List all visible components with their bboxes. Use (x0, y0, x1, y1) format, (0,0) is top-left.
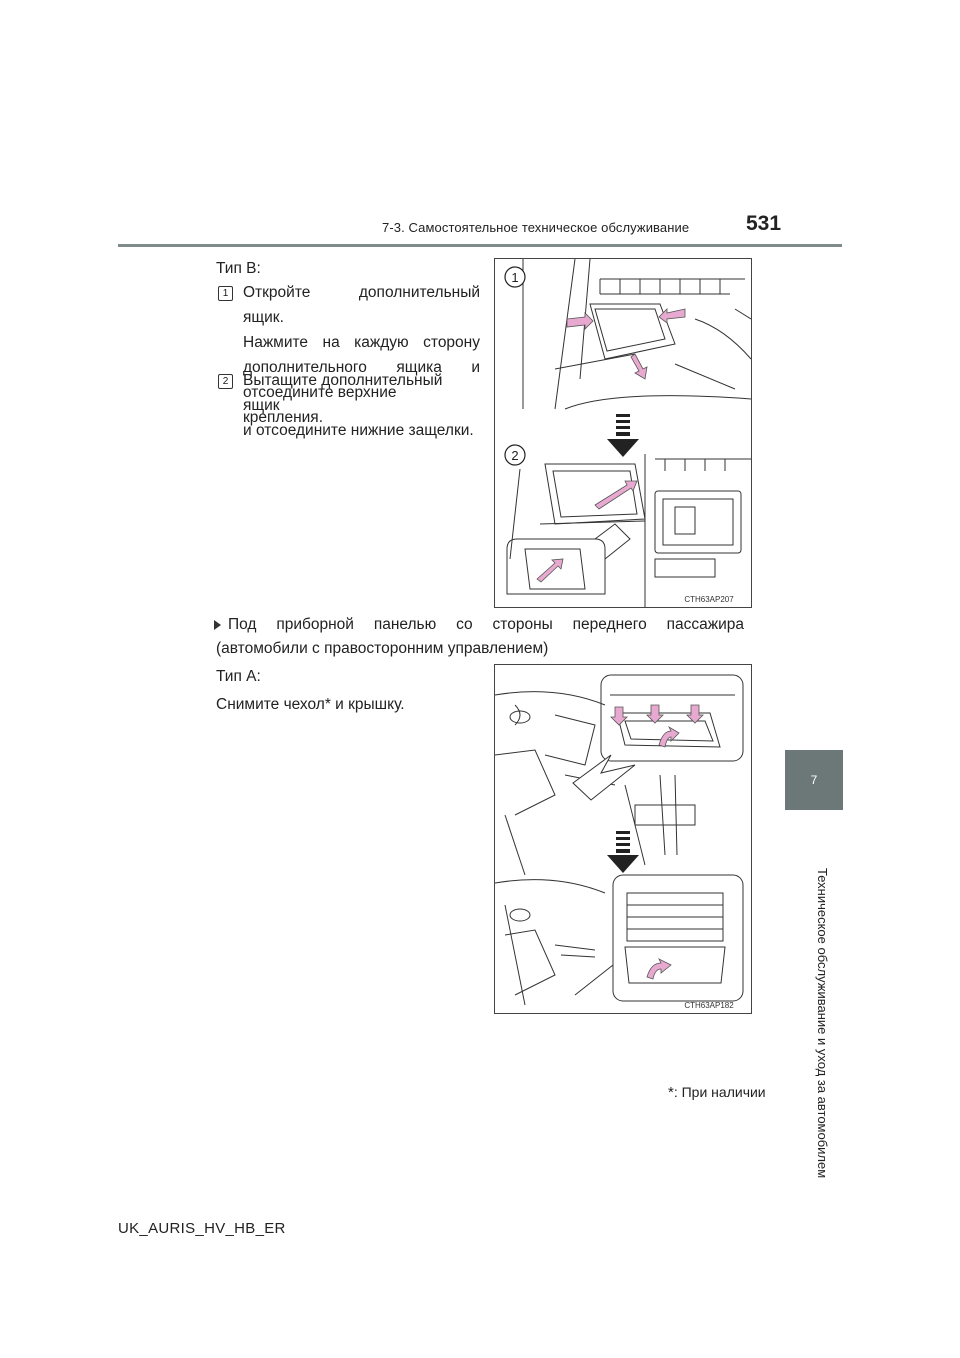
step-1-line-3: дополнительного ящика и (243, 359, 480, 376)
type-b-heading: Тип B: (216, 260, 261, 277)
type-a-heading: Тип A: (216, 668, 261, 685)
step-2-line-1: Вытащите дополнительный ящик (243, 372, 443, 414)
step-2-line-2: и отсоедините нижние защелки. (243, 422, 474, 439)
chapter-title: Техническое обслуживание и уход за автом… (815, 868, 830, 1179)
bullet-line-2: (автомобили с правосторонним управлением… (216, 640, 549, 657)
footnote: *: При наличии (668, 1080, 766, 1105)
figure-type-a: CTH63AP182 (494, 664, 752, 1014)
footnote-mark: * (668, 1084, 674, 1101)
callout-1: 1 (511, 270, 518, 285)
chapter-tab (785, 750, 843, 810)
bullet-line-1: Под приборной панелью со стороны передне… (228, 616, 744, 633)
footnote-text: : При наличии (673, 1084, 766, 1100)
figure-type-a-illustration: CTH63AP182 (495, 674, 744, 1010)
chapter-number: 7 (810, 773, 818, 787)
type-b-step-2: 2 Вытащите дополнительный ящик и отсоеди… (218, 368, 480, 443)
callout-2: 2 (511, 448, 518, 463)
document-code: UK_AURIS_HV_HB_ER (118, 1220, 286, 1237)
figure-type-b-illustration: 1 2 (504, 259, 751, 607)
figure-code-a: CTH63AP182 (684, 1001, 734, 1010)
type-a-instruction: Снимите чехол* и крышку. (216, 696, 405, 713)
step-1-line-1: Откройте дополнительный ящик. (243, 284, 480, 326)
figure-type-b: 1 2 (494, 258, 752, 608)
figure-code-b: CTH63AP207 (684, 595, 734, 604)
step-marker-2: 2 (218, 374, 233, 389)
type-b-step-1: 1 Откройте дополнительный ящик. Нажмите … (218, 280, 480, 430)
step-1-line-2: Нажмите на каждую сторону (243, 334, 480, 351)
header-rule (118, 244, 842, 247)
bullet-triangle-icon (214, 620, 221, 630)
step-marker-1: 1 (218, 286, 233, 301)
step-1-line-4: отсоедините верхние крепления. (243, 384, 397, 426)
section-title: 7-3. Самостоятельное техническое обслужи… (382, 220, 690, 235)
page-number: 531 (746, 212, 782, 235)
